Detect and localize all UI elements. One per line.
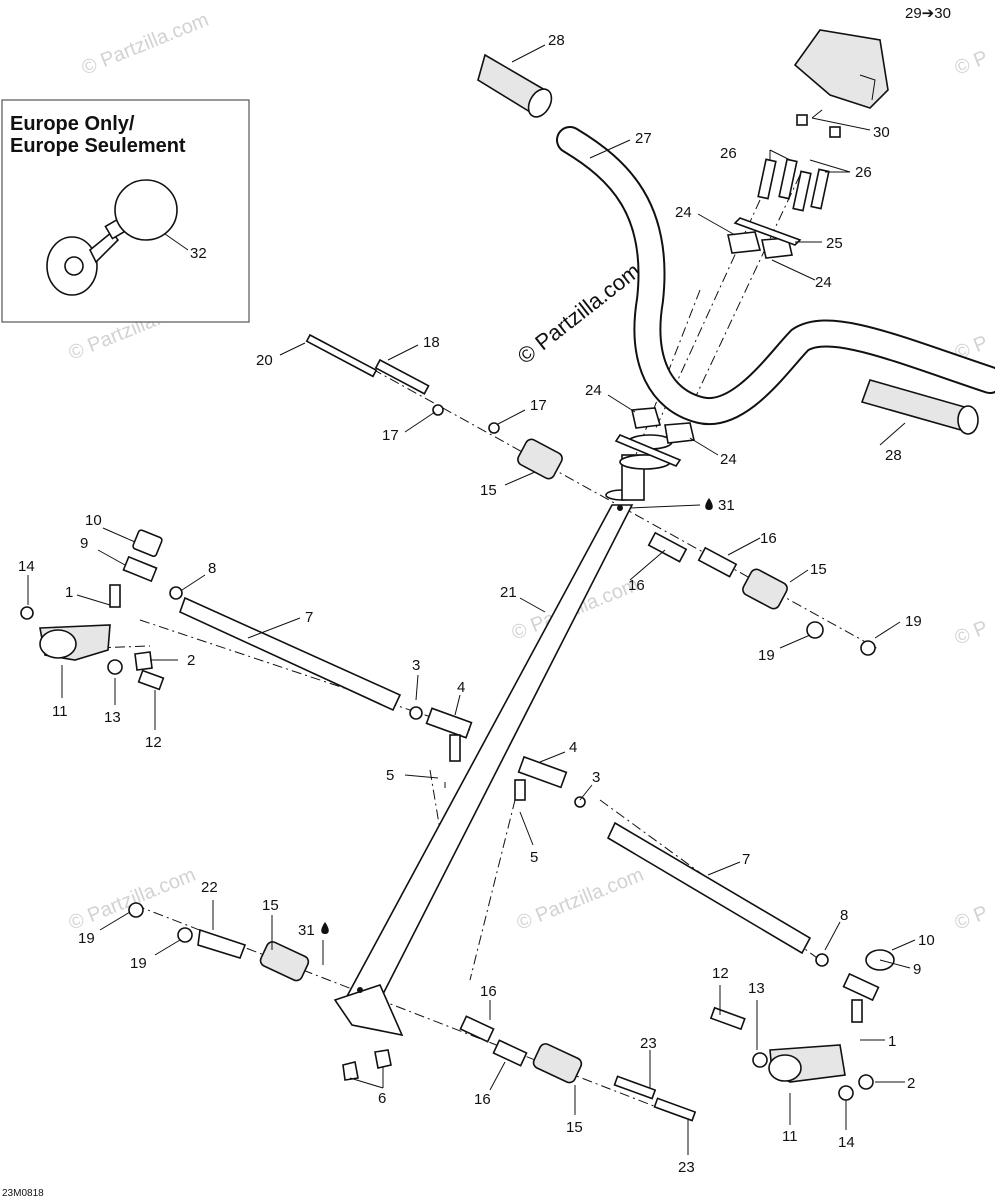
watermark: © P: [952, 902, 991, 935]
drawing-code: 23M0818: [2, 1188, 44, 1199]
callout-label: 3: [412, 657, 420, 674]
callout-label: 10: [85, 512, 102, 529]
right-steering-arm: [709, 1006, 874, 1101]
callout-label: 15: [566, 1119, 583, 1136]
callout-label: 26: [720, 145, 737, 162]
callout-labels: 28 29➔30 30 27 26 26 24 25 24 18 20 17 1…: [18, 5, 951, 1176]
steering-column: [333, 434, 673, 1037]
callout-label: 19: [78, 930, 95, 947]
callout-label: 27: [635, 130, 652, 147]
callout-label: 11: [52, 703, 68, 720]
right-grip-icon: [860, 379, 979, 435]
callout-label: 16: [628, 577, 645, 594]
callout-label: 13: [104, 709, 121, 726]
watermark: © Partzilla.com: [79, 9, 212, 80]
callout-label: 26: [855, 164, 872, 181]
callout-label: 17: [382, 427, 399, 444]
clamp-icon: [614, 217, 802, 467]
callout-label: 13: [748, 980, 765, 997]
callout-label: 30: [873, 124, 890, 141]
grease-drop-icon: [321, 922, 329, 934]
callout-label: 18: [423, 334, 440, 351]
callout-label: 11: [782, 1128, 798, 1145]
grease-point-icon: [357, 987, 363, 993]
callout-label: 24: [585, 382, 602, 399]
callout-label: 2: [187, 652, 195, 669]
left-steering-arm: [20, 606, 165, 691]
handlebar: [556, 126, 995, 426]
callout-label: 3: [592, 769, 600, 786]
callout-label: 15: [480, 482, 497, 499]
handlebar-cover-icon: [793, 29, 889, 109]
callout-label: 4: [457, 679, 465, 696]
callout-label: 19: [130, 955, 147, 972]
watermark: © P: [952, 617, 991, 650]
callout-label: 5: [386, 767, 394, 784]
callout-label: 16: [474, 1091, 491, 1108]
callout-label: 19: [758, 647, 775, 664]
grease-drop-icon: [705, 498, 713, 510]
callout-label: 4: [569, 739, 577, 756]
callout-label: 29➔30: [905, 5, 951, 22]
callout-label: 14: [838, 1134, 855, 1151]
horn-icon: [46, 179, 178, 296]
callout-label: 15: [262, 897, 279, 914]
callout-label: 28: [885, 447, 902, 464]
watermark: © P: [952, 47, 991, 80]
upper-shaft: [305, 333, 876, 656]
grease-callout: 31: [298, 922, 329, 939]
callout-label: 31: [298, 922, 315, 939]
callout-label: 10: [918, 932, 935, 949]
grease-callout: 31: [705, 497, 735, 514]
callout-label: 6: [378, 1090, 386, 1107]
callout-label: 25: [826, 235, 843, 252]
leader-lines: [27, 44, 916, 1155]
left-grip-icon: [477, 53, 553, 118]
callout-label: 31: [718, 497, 735, 514]
callout-label: 1: [65, 584, 73, 601]
callout-label: 28: [548, 32, 565, 49]
callout-label: 16: [760, 530, 777, 547]
callout-label: 19: [905, 613, 922, 630]
callout-label: 1: [888, 1033, 896, 1050]
bolt-icon: [757, 158, 830, 212]
lower-shaft: [128, 902, 697, 1122]
callout-label: 9: [80, 535, 88, 552]
watermark: © Partzilla.com: [66, 864, 199, 935]
callout-label: 32: [190, 245, 207, 262]
callout-label: 17: [530, 397, 547, 414]
inset-title-line1: Europe Only/: [10, 113, 135, 135]
watermark: © Partzilla.com: [514, 864, 647, 935]
callout-label: 20: [256, 352, 273, 369]
callout-label: 12: [712, 965, 729, 982]
callout-label: 9: [913, 961, 921, 978]
callout-label: 16: [480, 983, 497, 1000]
callout-label: 7: [742, 851, 750, 868]
inset-title-line2: Europe Seulement: [10, 135, 186, 157]
screw-icon: [796, 114, 841, 138]
callout-label: 7: [305, 609, 313, 626]
right-tie-rod: [514, 755, 895, 1023]
callout-label: 22: [201, 879, 218, 896]
grease-point-icon: [617, 505, 623, 511]
callout-label: 12: [145, 734, 162, 751]
callout-label: 23: [640, 1035, 657, 1052]
left-tie-rod: [109, 529, 473, 788]
callout-label: 24: [720, 451, 737, 468]
callout-label: 8: [208, 560, 216, 577]
callout-label: 8: [840, 907, 848, 924]
europe-inset: Europe Only/ Europe Seulement 32: [1, 99, 250, 323]
callout-label: 24: [675, 204, 692, 221]
callout-label: 23: [678, 1159, 695, 1176]
callout-label: 2: [907, 1075, 915, 1092]
callout-label: 5: [530, 849, 538, 866]
callout-label: 14: [18, 558, 35, 575]
callout-label: 21: [500, 584, 517, 601]
watermark-center: © Partzilla.com: [513, 258, 645, 369]
callout-label: 15: [810, 561, 827, 578]
callout-label: 24: [815, 274, 832, 291]
